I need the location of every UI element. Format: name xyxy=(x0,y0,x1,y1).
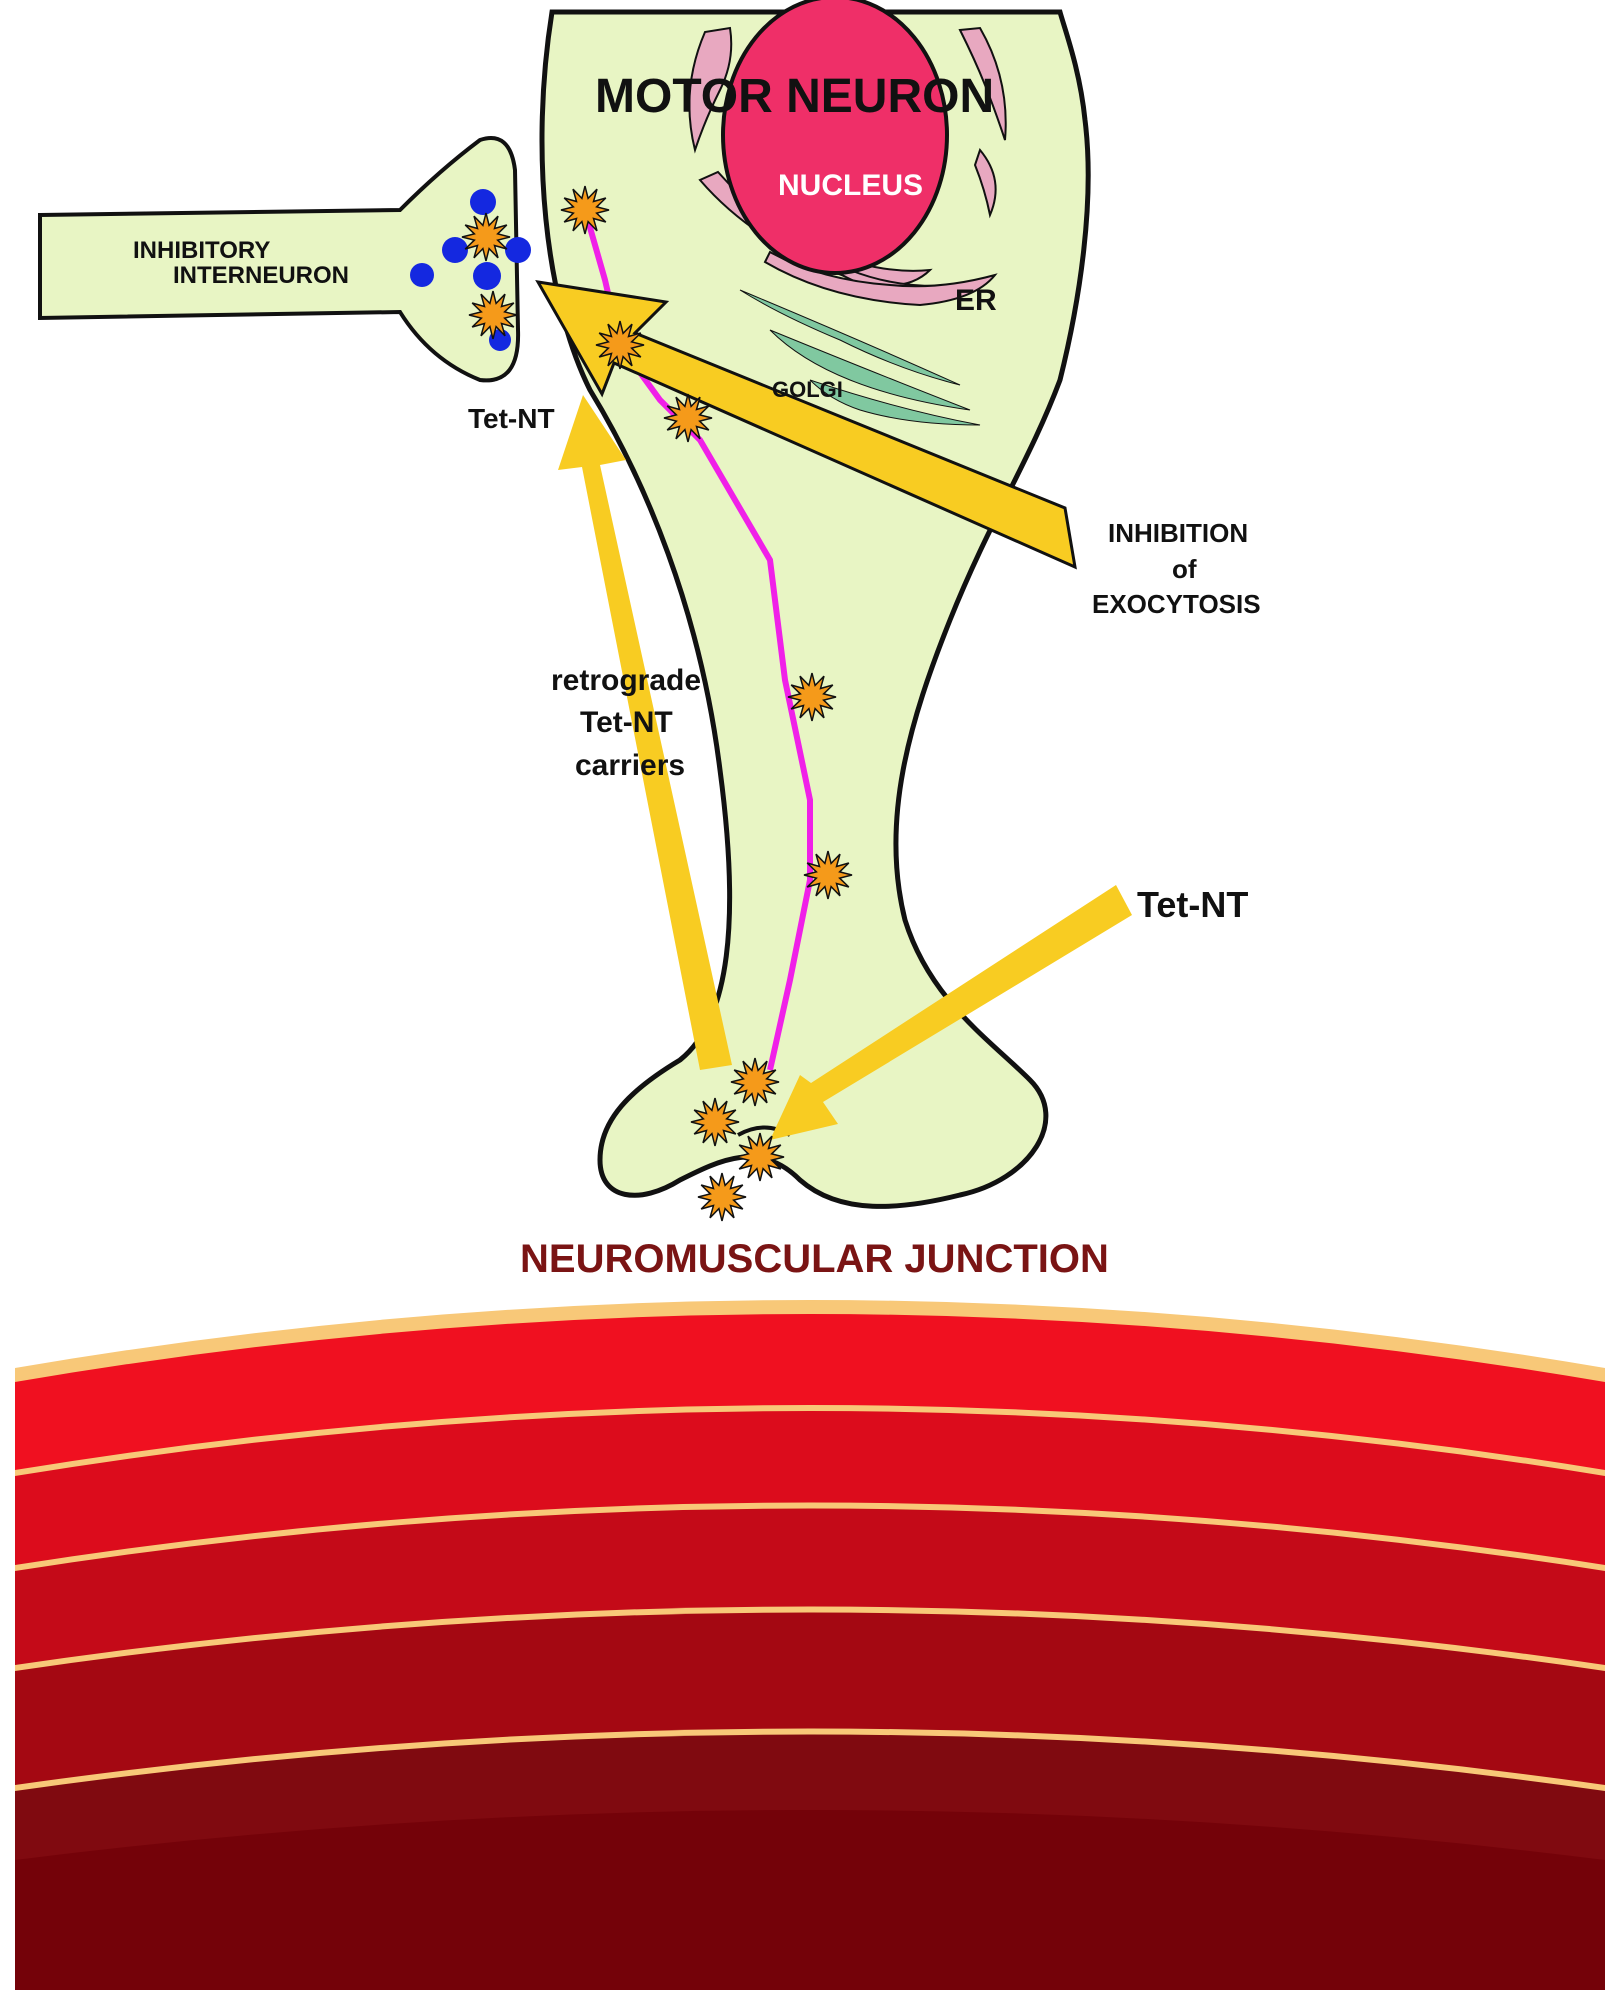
inhibition-label-1: INHIBITION xyxy=(1108,518,1248,548)
inhibition-arrow xyxy=(535,280,1077,570)
nucleus xyxy=(721,0,949,275)
inhibitory-label-1: INHIBITORY xyxy=(133,237,270,264)
toxin-starburst-icon xyxy=(803,850,853,900)
muscle-fiber xyxy=(15,1300,1605,1990)
tetnt-synapse-label: Tet-NT xyxy=(468,403,555,434)
toxin-starburst-icon xyxy=(730,1057,780,1107)
vesicle xyxy=(442,237,468,263)
synaptic-vesicles xyxy=(410,189,531,351)
inhibitory-label-2: INTERNEURON xyxy=(173,262,349,289)
golgi-label: GOLGI xyxy=(772,377,843,402)
retrograde-label-3: carriers xyxy=(575,749,685,782)
toxin-starburst-icon xyxy=(697,1172,747,1222)
toxin-starburst-icon xyxy=(787,672,837,722)
vesicle xyxy=(505,237,531,263)
inhibitory-interneuron xyxy=(38,136,521,383)
tetnt-entry-arrow xyxy=(770,885,1132,1140)
toxin-starburst-icon xyxy=(663,393,713,443)
golgi-apparatus xyxy=(739,289,981,426)
motor-neuron-body xyxy=(539,9,1091,1209)
toxin-starburst-icon xyxy=(690,1097,740,1147)
vesicle xyxy=(470,189,496,215)
toxin-starburst-icon xyxy=(468,290,518,340)
vesicle xyxy=(473,262,501,290)
inhibition-label-3: EXOCYTOSIS xyxy=(1092,589,1261,619)
nucleus-label: NUCLEUS xyxy=(778,169,923,202)
toxin-starburst-icon xyxy=(461,212,511,262)
inhibition-label-2: of xyxy=(1172,554,1197,584)
vesicle xyxy=(410,263,434,287)
er-label: ER xyxy=(955,284,997,317)
motor-neuron-label: MOTOR NEURON xyxy=(595,70,994,123)
tetnt-entry-label: Tet-NT xyxy=(1137,884,1248,925)
toxin-starburst-icon xyxy=(595,320,645,370)
nmj-label: NEUROMUSCULAR JUNCTION xyxy=(520,1237,1109,1281)
arrows xyxy=(535,280,1132,1140)
retrograde-arrow xyxy=(558,395,732,1070)
toxin-starburst-icon xyxy=(735,1132,785,1182)
toxin-starburst-icon xyxy=(560,185,610,235)
toxin-particles xyxy=(461,185,853,1222)
retrograde-label-1: retrograde xyxy=(551,664,701,697)
retrograde-label-2: Tet-NT xyxy=(580,706,673,739)
